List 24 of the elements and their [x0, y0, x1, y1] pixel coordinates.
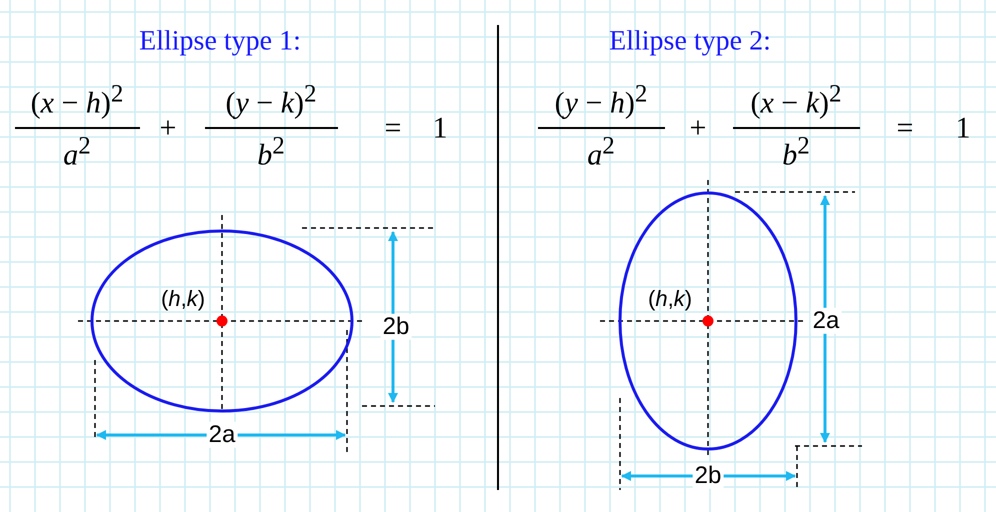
formula-term: 1 — [956, 112, 970, 144]
ellipse — [90, 229, 354, 413]
dimension-label: 2a — [810, 308, 842, 334]
heading: Ellipse type 2: — [609, 26, 771, 58]
formula-term: b$^{2}$ — [782, 132, 810, 172]
heading: Ellipse type 1: — [139, 26, 301, 58]
center-label: (h,k) — [648, 286, 692, 312]
formula-term: 1 — [432, 112, 448, 144]
formula-term: (x − h)$^{2}$ — [30, 80, 124, 120]
dimension-label: 2b — [692, 462, 724, 490]
formula-term: (y − k)$^{2}$ — [225, 80, 317, 120]
ellipse — [618, 191, 798, 451]
formula-term: + — [690, 112, 706, 144]
formula-term: b$^{2}$ — [257, 132, 285, 172]
dimension-label: 2a — [206, 422, 238, 448]
formula-term: a$^{2}$ — [587, 132, 615, 172]
formula-term: + — [160, 112, 176, 144]
formula-term: = — [384, 112, 402, 144]
dimension-label: 2b — [380, 314, 412, 340]
formula-term: a$^{2}$ — [63, 132, 91, 172]
formula-term: (y − h)$^{2}$ — [554, 80, 648, 120]
formula-term: = — [896, 112, 914, 144]
center-label: (h,k) — [160, 286, 206, 312]
formula-term: (x − k)$^{2}$ — [750, 80, 842, 120]
